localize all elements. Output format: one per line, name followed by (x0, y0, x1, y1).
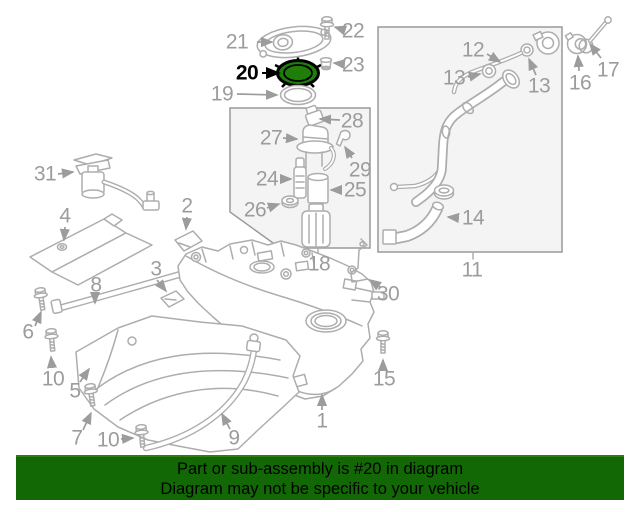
heat-shield-4 (29, 213, 153, 286)
bolt-15 (375, 330, 391, 354)
grommet-washer (433, 184, 455, 200)
cap-tether-17 (578, 16, 612, 54)
fuel-cap-16 (564, 32, 588, 55)
retainer-clip-29 (335, 129, 351, 147)
locking-ring-20-highlighted (274, 57, 322, 88)
vapor-valve-31 (73, 153, 160, 211)
bolt-10a (43, 327, 60, 353)
tank-strap-9 (142, 339, 262, 452)
banner-line1: Part or sub-assembly is #20 in diagram (176, 460, 464, 478)
fuel-pump-assembly-27 (296, 104, 336, 171)
tank-pad-3 (160, 290, 185, 308)
fuel-strainer-24 (293, 157, 307, 199)
fuel-filler-hose-14 (382, 201, 445, 245)
fuel-tank-1 (177, 239, 385, 400)
pump-reservoir-body (301, 203, 331, 248)
filler-neck-box-11 (377, 26, 563, 260)
heat-shield-5 (75, 315, 301, 453)
o-ring-gasket-19 (279, 84, 317, 106)
bolt-6 (32, 286, 50, 312)
pump-lock-plate-21 (256, 25, 332, 59)
banner-line2: Diagram may not be specific to your vehi… (160, 480, 480, 498)
cap-nut-23 (319, 56, 333, 71)
callout-arrows (31, 25, 602, 445)
grommet-26 (281, 195, 299, 209)
tank-pad-2 (174, 230, 203, 252)
mount-bracket-30 (350, 238, 369, 283)
highlight-banner: Part or sub-assembly is #20 in diagram D… (16, 455, 624, 500)
